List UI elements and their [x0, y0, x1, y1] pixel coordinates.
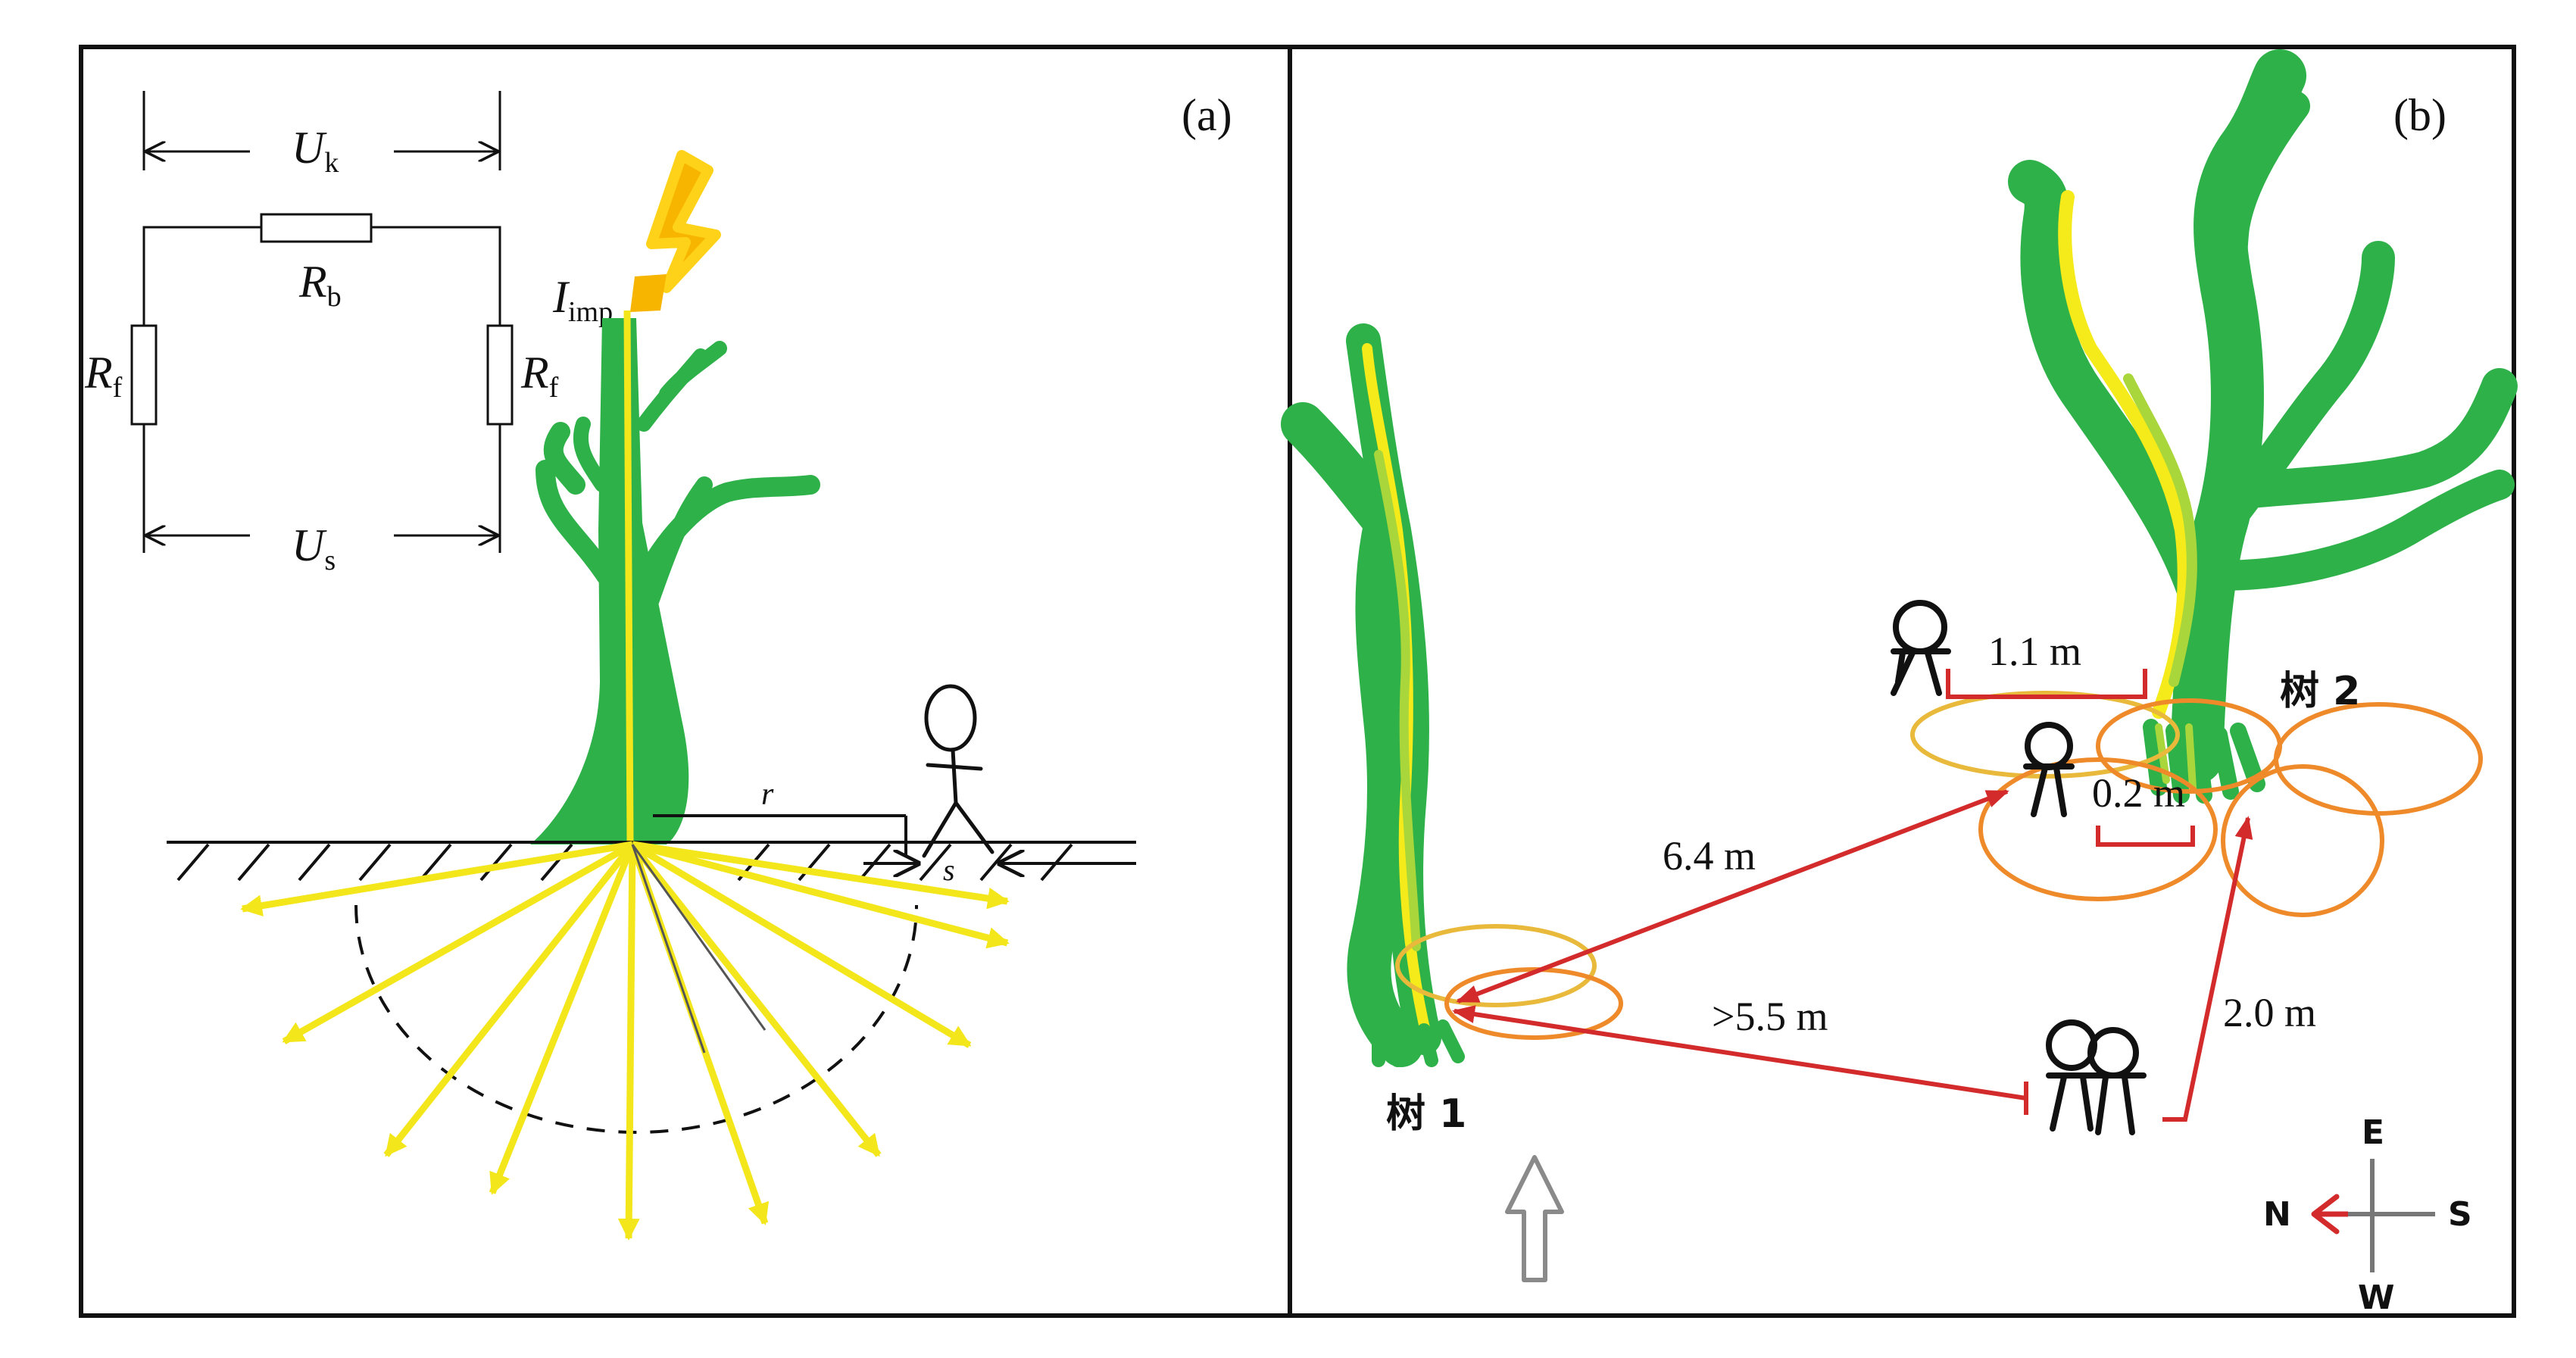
- distance-1-1-bracket: [1946, 669, 2147, 699]
- distance-6-4-arrow: [1456, 789, 2009, 1004]
- tree-branch: [535, 422, 616, 585]
- rf-left-resistor: [130, 324, 158, 426]
- lightning-strike-base: [630, 274, 667, 312]
- person-under-tree2: [2023, 722, 2075, 817]
- distance-0-2-label: 0.2 m: [2092, 770, 2185, 816]
- equipotential-arc: [354, 904, 918, 1134]
- tree-1: [1281, 323, 1465, 1067]
- person-near-tree2: [1891, 600, 1951, 696]
- tree-branch: [573, 417, 610, 492]
- rb-label: Rb: [298, 257, 342, 313]
- ground-surface: [167, 841, 1136, 882]
- compass-north: N: [2263, 1195, 2291, 1234]
- panel-a-label: (a): [1182, 90, 1232, 140]
- distance-1-1-label: 1.1 m: [1988, 629, 2081, 674]
- lightning-bolt-icon: [646, 150, 721, 293]
- tree-branch: [635, 476, 713, 629]
- distance-0-2-bracket: [2096, 826, 2195, 847]
- distance-5-5-arrow: [1452, 1005, 2027, 1100]
- rb-resistor: [260, 213, 373, 243]
- lightning-current-path: [623, 310, 634, 841]
- compass-rose: [2311, 1159, 2435, 1272]
- circuit-diagram: [130, 91, 514, 553]
- tree-2-label: 树 2: [2280, 669, 2360, 714]
- compass-east: E: [2362, 1113, 2384, 1152]
- distance-2-0-label: 2.0 m: [2223, 990, 2316, 1035]
- ground-current-arrows: [240, 841, 1010, 1241]
- rf-right-resistor: [486, 324, 514, 426]
- figure-frame: [79, 45, 2516, 1318]
- us-label: Us: [292, 520, 336, 576]
- compass-south: S: [2448, 1195, 2472, 1234]
- compass-west: W: [2358, 1278, 2395, 1317]
- root-dark-lines: [631, 844, 767, 1054]
- distance-r-label: r: [761, 777, 774, 812]
- panel-b-label: (b): [2393, 90, 2446, 140]
- tree-branch: [636, 341, 727, 432]
- tree-2: [2008, 49, 2518, 804]
- tree-2-ring-top: [2096, 698, 2282, 794]
- tree-1-label: 树 1: [1386, 1091, 1466, 1137]
- struck-tree: [530, 318, 820, 844]
- step-s-label: s: [943, 853, 955, 887]
- person-pair: [2046, 1019, 2147, 1135]
- rf-right-label: Rf: [520, 348, 559, 404]
- tree-2-ring-far: [2274, 702, 2483, 816]
- distance-2-0-arrow: [2162, 816, 2253, 1122]
- distance-5-5-label: >5.5 m: [1712, 994, 1828, 1039]
- uk-label: Uk: [292, 123, 339, 179]
- rf-left-label: Rf: [84, 348, 123, 404]
- distance-6-4-label: 6.4 m: [1663, 833, 1756, 879]
- person-figure: [922, 684, 994, 858]
- hollow-up-arrow-icon: [1505, 1155, 1564, 1282]
- tree-2-ring-right: [2221, 764, 2384, 917]
- circuit-wire: [142, 226, 501, 553]
